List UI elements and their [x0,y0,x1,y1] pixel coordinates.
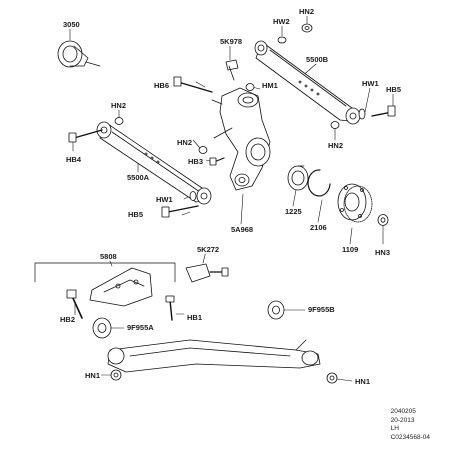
label-1109: 1109 [341,245,360,254]
label-5a968: 5A968 [230,225,255,234]
label-5500a: 5500A [126,173,151,182]
bolt-hb3 [209,157,225,166]
label-hn1-right: HN1 [354,377,372,386]
label-9f955a: 9F955A [126,323,155,332]
label-hn3: HN3 [374,248,392,257]
nut-hn2-right [330,121,340,129]
washer-hw1-left [189,191,197,201]
label-hn1-left: HN1 [84,371,102,380]
label-hn2-top: HN2 [298,7,316,16]
nut-hn1-right [326,372,338,384]
label-5500b: 5500B [305,55,330,64]
label-hb2: HB2 [59,315,77,324]
label-hb6: HB6 [153,81,171,90]
bolt-hb5-right [371,105,396,117]
part-5808-plate [89,267,153,307]
nut-hn2-top [301,23,313,33]
part-5k272-clip [185,263,229,283]
nut-hn2-left [114,117,124,125]
nut-hm1 [245,83,255,91]
bolt-hb2 [66,289,83,319]
label-3050: 3050 [62,20,81,29]
label-2106: 2106 [309,223,328,232]
label-1225: 1225 [284,207,303,216]
part-2106-circlip [307,169,331,197]
drawing-reference-block: 2040205 20-2013 LH C0234568-04 [391,408,430,442]
part-5500a-link [96,121,212,205]
part-5a968-knuckle [211,87,271,191]
part-9f955a-bushing [92,317,112,339]
nut-hn3 [377,214,389,226]
label-5808: 5808 [99,252,118,261]
nut-hn2-mid [198,146,208,154]
nut-hn1-left [110,369,122,381]
label-hw2: HW2 [272,17,291,26]
label-hb3: HB3 [187,157,205,166]
label-hn2-left: HN2 [110,101,128,110]
group-bracket [34,262,176,283]
label-hb5-right: HB5 [385,85,403,94]
part-3050-hub [57,40,101,68]
drawing-number: 2040205 [390,408,416,415]
part-lower-arm [107,339,321,373]
bolt-hb5-left [161,205,199,218]
part-9f955b-bushing [267,300,285,320]
label-9f955b: 9F955B [307,305,336,314]
label-5k272: 5K272 [196,245,221,254]
label-hn2-mid: HN2 [176,138,194,147]
label-hw1-right: HW1 [361,79,380,88]
drawing-side: LH [390,425,399,432]
label-hb5-left: HB5 [127,210,145,219]
drawing-code: C0234568-04 [390,433,430,441]
part-1225-bearing [287,165,309,191]
bolt-hb6 [173,76,213,93]
washer-hw1-right [358,108,366,120]
label-hn2-right: HN2 [327,141,345,150]
label-hw1-left: HW1 [155,195,174,204]
bolt-5k978 [225,59,239,81]
label-hb1: HB1 [186,313,204,322]
label-5k978: 5K978 [219,37,244,46]
part-1109-hub [337,183,373,223]
label-hb4: HB4 [65,155,83,164]
bolt-hb1 [165,295,175,321]
label-hm1: HM1 [261,81,279,90]
bolt-hb4 [68,129,103,143]
drawing-date: 20-2013 [390,416,415,424]
washer-hw2 [277,36,287,44]
